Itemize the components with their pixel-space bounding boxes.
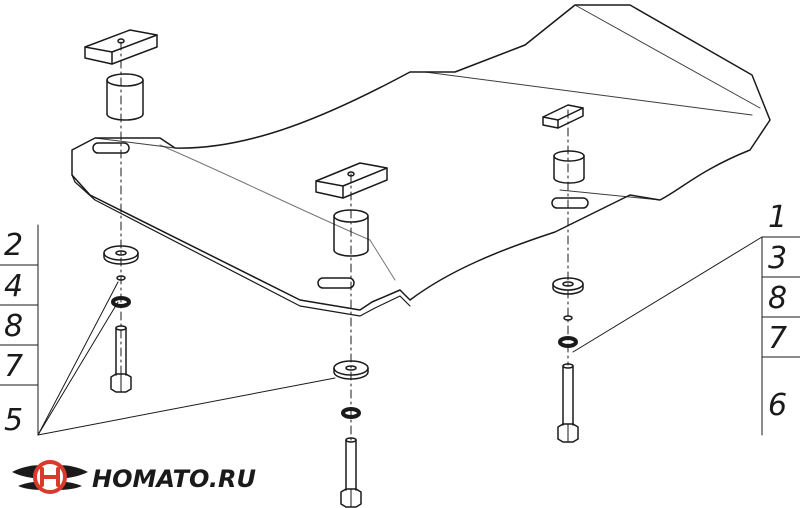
callout-number: 3 <box>768 241 787 276</box>
washer <box>103 245 139 265</box>
callout-number: 1 <box>768 200 787 235</box>
washer <box>552 277 584 295</box>
spacer-sleeve <box>553 150 585 184</box>
spring-washer <box>341 407 361 419</box>
callout-number: 5 <box>4 403 23 438</box>
nut-plate <box>315 162 388 199</box>
callout-number: 8 <box>768 281 787 316</box>
nut-plate <box>84 29 158 65</box>
bolt <box>110 325 132 393</box>
callout-number: 6 <box>768 388 787 423</box>
wings-emblem-icon <box>12 460 88 494</box>
mount-slot <box>317 277 355 289</box>
left-callout-table <box>0 224 336 436</box>
washer <box>333 360 369 380</box>
spring-washer <box>558 336 578 348</box>
logo-text: HOMATO.RU <box>92 465 256 493</box>
callout-number: 7 <box>4 349 23 384</box>
mount-slot <box>92 142 130 154</box>
spring-washer <box>111 296 131 308</box>
homato-logo: HOMATO.RU <box>12 460 256 494</box>
small-washer <box>116 275 126 281</box>
small-washer <box>563 315 573 321</box>
centerlines <box>120 41 569 441</box>
bolt <box>557 363 579 443</box>
skid-plate <box>71 4 771 317</box>
right-callout-table <box>572 236 800 436</box>
callout-number: 2 <box>4 228 23 263</box>
callout-number: 7 <box>768 321 787 356</box>
callout-number: 4 <box>4 269 23 304</box>
nut-plate <box>542 104 584 129</box>
bolt <box>340 437 362 508</box>
callout-number: 8 <box>4 309 23 344</box>
mount-slot <box>551 197 589 209</box>
spacer-sleeve <box>106 73 144 121</box>
